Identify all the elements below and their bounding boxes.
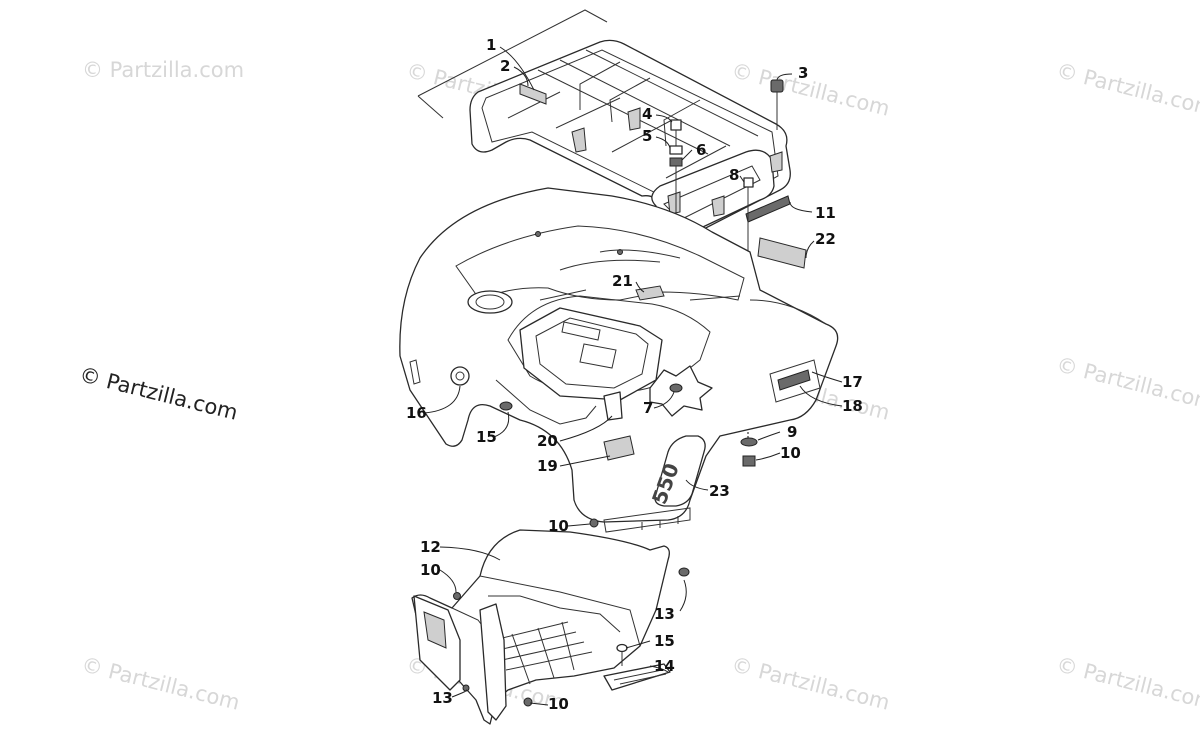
callout-20: 20 (537, 432, 558, 450)
callout-9: 9 (787, 423, 798, 441)
watermark: © Partzilla.com (82, 58, 245, 82)
callout-22: 22 (815, 230, 836, 248)
decal-17 (769, 359, 821, 403)
badge-23 (654, 435, 706, 507)
nut-3 (770, 79, 784, 93)
rivet-13 (678, 567, 690, 577)
callout-5: 5 (642, 127, 653, 145)
callout-19: 19 (537, 457, 558, 475)
rivet-15 (499, 401, 513, 411)
reflector-18 (777, 369, 811, 391)
assembly-bracket (417, 95, 444, 119)
callout-11: 11 (815, 204, 836, 222)
callout-23: 23 (709, 482, 730, 500)
callout-18: 18 (842, 397, 863, 415)
callout-15: 15 (654, 632, 675, 650)
rear-fender: 550 (399, 187, 839, 533)
spacer-5 (669, 145, 683, 155)
rivet-15 (616, 643, 628, 653)
callout-10: 10 (420, 561, 441, 579)
callout-10: 10 (780, 444, 801, 462)
callout-10: 10 (548, 517, 569, 535)
callout-13: 13 (654, 605, 675, 623)
washer-6 (669, 157, 683, 167)
callout-7: 7 (643, 399, 654, 417)
rear-rack (469, 39, 791, 240)
callout-13: 13 (432, 689, 453, 707)
nut-10 (742, 455, 756, 467)
bolt-8 (743, 177, 754, 188)
callout-8: 8 (729, 166, 740, 184)
bolt-4 (670, 119, 682, 131)
callout-15: 15 (476, 428, 497, 446)
fastener-16 (450, 366, 470, 386)
callout-21: 21 (612, 272, 633, 290)
nut-10 (589, 518, 599, 528)
washer-9 (740, 437, 758, 447)
callout-4: 4 (642, 105, 653, 123)
callout-16: 16 (406, 404, 427, 422)
grommet-7 (669, 383, 683, 393)
callout-14: 14 (654, 657, 675, 675)
callout-3: 3 (798, 64, 809, 82)
callout-2: 2 (500, 57, 511, 75)
callout-1: 1 (486, 36, 497, 54)
leader-lines (423, 46, 843, 706)
decal-21 (635, 285, 665, 301)
callout-17: 17 (842, 373, 863, 391)
decal-22 (757, 237, 807, 269)
callout-10: 10 (548, 695, 569, 713)
label-19 (603, 435, 635, 461)
callout-6: 6 (696, 141, 707, 159)
bracket-20 (603, 391, 623, 421)
footwell (411, 518, 670, 725)
callout-12: 12 (420, 538, 441, 556)
assembly-bracket (417, 9, 608, 97)
